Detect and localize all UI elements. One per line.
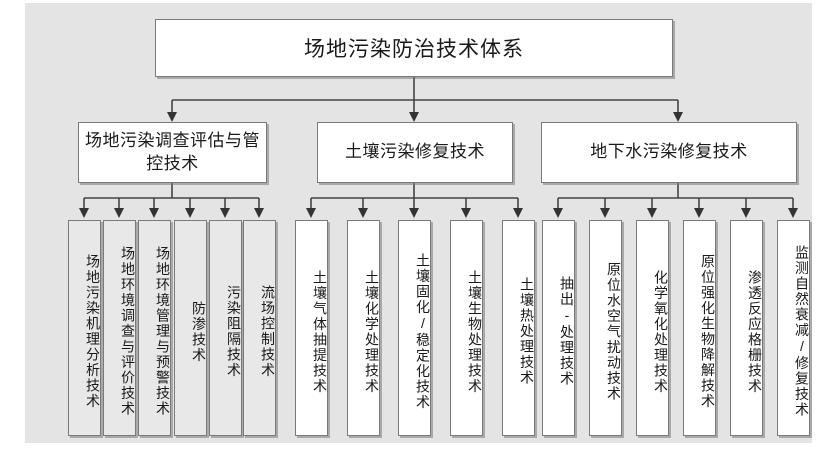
leaf-node[interactable]: 土壤固化/稳定化技术 — [398, 220, 431, 436]
leaf-node[interactable]: 场地环境调查与评价技术 — [103, 220, 136, 436]
leaf-node[interactable]: 渗透反应格栅技术 — [730, 220, 763, 436]
branch-node-1[interactable]: 场地污染调查评估与管控技术 — [78, 122, 267, 183]
leaf-node[interactable]: 原位水空气扰动技术 — [589, 220, 622, 436]
leaf-node[interactable]: 原位强化生物降解技术 — [683, 220, 716, 436]
branch-node-2[interactable]: 土壤污染修复技术 — [317, 122, 513, 183]
leaf-node[interactable]: 土壤化学处理技术 — [347, 220, 380, 436]
leaf-node[interactable]: 防渗技术 — [174, 220, 207, 436]
leaf-node[interactable]: 场地污染机理分析技术 — [68, 220, 101, 436]
leaf-node[interactable]: 化学氧化处理技术 — [636, 220, 669, 436]
leaf-node[interactable]: 污染阻隔技术 — [209, 220, 242, 436]
leaf-node[interactable]: 场地环境管理与预警技术 — [138, 220, 171, 436]
leaf-node[interactable]: 土壤热处理技术 — [502, 220, 535, 436]
root-node[interactable]: 场地污染防治技术体系 — [155, 19, 673, 77]
leaf-node[interactable]: 抽出-处理技术 — [542, 220, 575, 436]
leaf-node[interactable]: 监测自然衰减/修复技术 — [777, 220, 810, 436]
leaf-node[interactable]: 土壤生物处理技术 — [450, 220, 483, 436]
leaf-node[interactable]: 流场控制技术 — [243, 220, 276, 436]
leaf-node[interactable]: 土壤气体抽提技术 — [295, 220, 328, 436]
branch-node-3[interactable]: 地下水污染修复技术 — [541, 122, 797, 183]
